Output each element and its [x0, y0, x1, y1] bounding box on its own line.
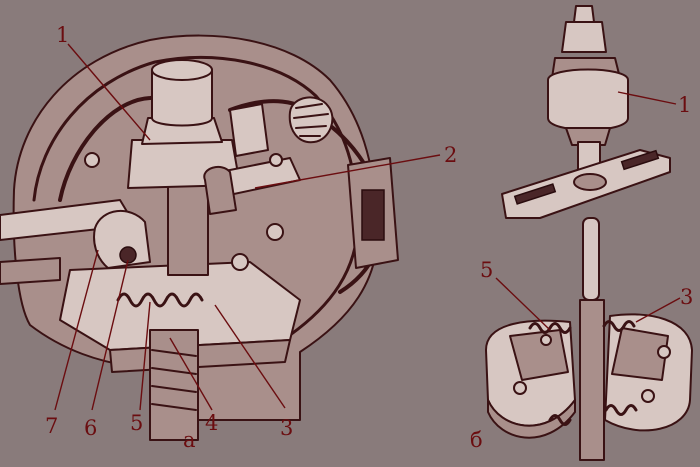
callout-b-3: 3 — [680, 285, 693, 309]
b-top-cap — [573, 5, 595, 23]
callout-a-7: 7 — [45, 414, 58, 438]
shaft-thread — [151, 349, 197, 411]
breaker-contact — [203, 165, 237, 215]
arm-bracket — [229, 103, 269, 157]
coil-winding — [293, 103, 329, 137]
b-cam-body — [547, 68, 629, 131]
relay-slot — [361, 189, 385, 241]
callout-a-6: 6 — [84, 416, 97, 440]
view-a-leader-lines — [54, 43, 441, 411]
b-base-plate-shadow — [487, 399, 576, 439]
left-lower-rod — [0, 257, 61, 285]
drive-shaft-lower — [149, 329, 199, 441]
b-plate-slot-right — [620, 149, 660, 171]
weights-plate-part — [485, 299, 693, 461]
cam-and-plate-part — [501, 5, 671, 219]
spring-coils — [116, 292, 204, 308]
callout-b-5: 5 — [480, 258, 493, 282]
coil-right — [288, 96, 334, 144]
b-central-axle — [579, 299, 605, 461]
view-a-callouts: 1 2 3 4 5 6 7 а — [45, 23, 457, 452]
callout-a-3: 3 — [280, 416, 293, 440]
callout-a-4: 4 — [205, 411, 218, 435]
b-weight-right — [611, 327, 669, 381]
view-b-caption: б — [470, 428, 483, 452]
view-b-leader-lines — [495, 91, 681, 331]
b-rivet-4 — [540, 334, 552, 346]
b-spring-upper — [528, 320, 636, 334]
weight-pivot — [119, 246, 137, 264]
callout-b-1: 1 — [678, 93, 691, 117]
screw-2 — [266, 223, 284, 241]
screw-1 — [231, 253, 249, 271]
b-plate-hub — [573, 173, 607, 191]
b-spring-lower — [548, 404, 638, 426]
b-plate-slot-left — [513, 183, 557, 205]
b-rivet-2 — [657, 345, 671, 359]
top-nut-face — [151, 59, 213, 81]
view-b-exploded-drawing — [485, 5, 693, 461]
screw-4 — [269, 153, 283, 167]
b-hex-nut — [561, 21, 607, 53]
view-a-caption: а — [183, 428, 196, 452]
b-pin — [582, 217, 600, 301]
b-rivet-1 — [513, 381, 527, 395]
view-b-callouts: 1 3 5 б — [470, 93, 693, 452]
view-a-assembly-drawing — [0, 34, 399, 441]
screw-3 — [84, 152, 100, 168]
callout-a-1: 1 — [56, 23, 69, 47]
callout-a-2: 2 — [444, 143, 457, 167]
housing-inner-rim — [32, 56, 360, 337]
callout-a-5: 5 — [130, 411, 143, 435]
b-cam-lower — [565, 127, 611, 146]
b-rivet-3 — [641, 389, 655, 403]
